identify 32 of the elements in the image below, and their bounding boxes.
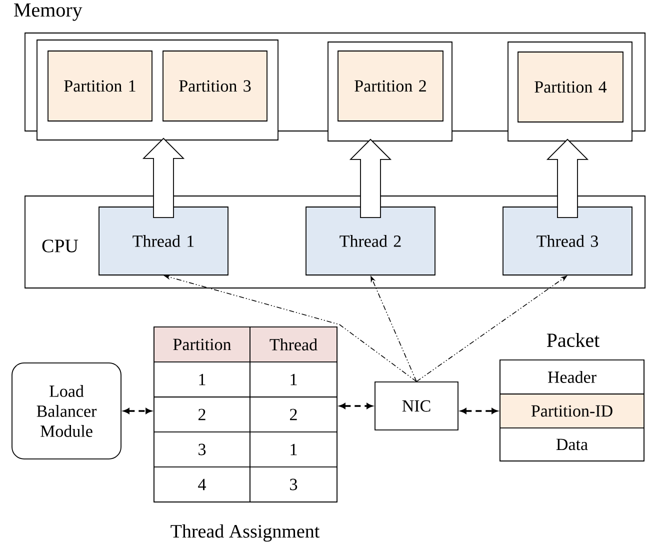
dashed-arrow [124,408,152,414]
dashed-arrow [460,408,498,414]
table-cell: 1 [250,432,338,468]
table-cell: 4 [154,466,250,502]
box-title: Memory [14,3,82,21]
header-cell: Partition [154,326,250,362]
partition-box: Partition 4 [518,52,624,122]
thread-box: Thread 2 [306,206,436,276]
table-cell: 1 [154,362,250,398]
table-cell: 1 [250,362,338,398]
partition-box: Partition 1 [48,50,152,122]
box-title: Packet [546,332,600,348]
dashed-arrow [340,403,372,409]
field-box: Data [500,428,644,462]
nic-box: NIC [374,382,458,430]
thread-box: Thread 1 [98,206,228,276]
block-arrow [546,138,589,218]
table-cell: 2 [250,396,338,432]
block-arrow [142,138,185,218]
table-cell: 3 [250,466,338,502]
thread-box: Thread 3 [502,206,632,276]
block-arrow [349,138,392,218]
partition-box: Partition 2 [338,50,444,122]
table-cell: 3 [154,432,250,468]
header-cell: Thread [250,326,338,362]
box-title: CPU [42,240,78,252]
partition-box: Partition 3 [162,50,268,122]
field-box: Header [500,360,644,394]
box-title: Thread Assignment [170,524,320,542]
table-cell: 2 [154,396,250,432]
field-box: Partition-ID [500,394,644,428]
module-box: Load Balancer Module [12,362,122,460]
